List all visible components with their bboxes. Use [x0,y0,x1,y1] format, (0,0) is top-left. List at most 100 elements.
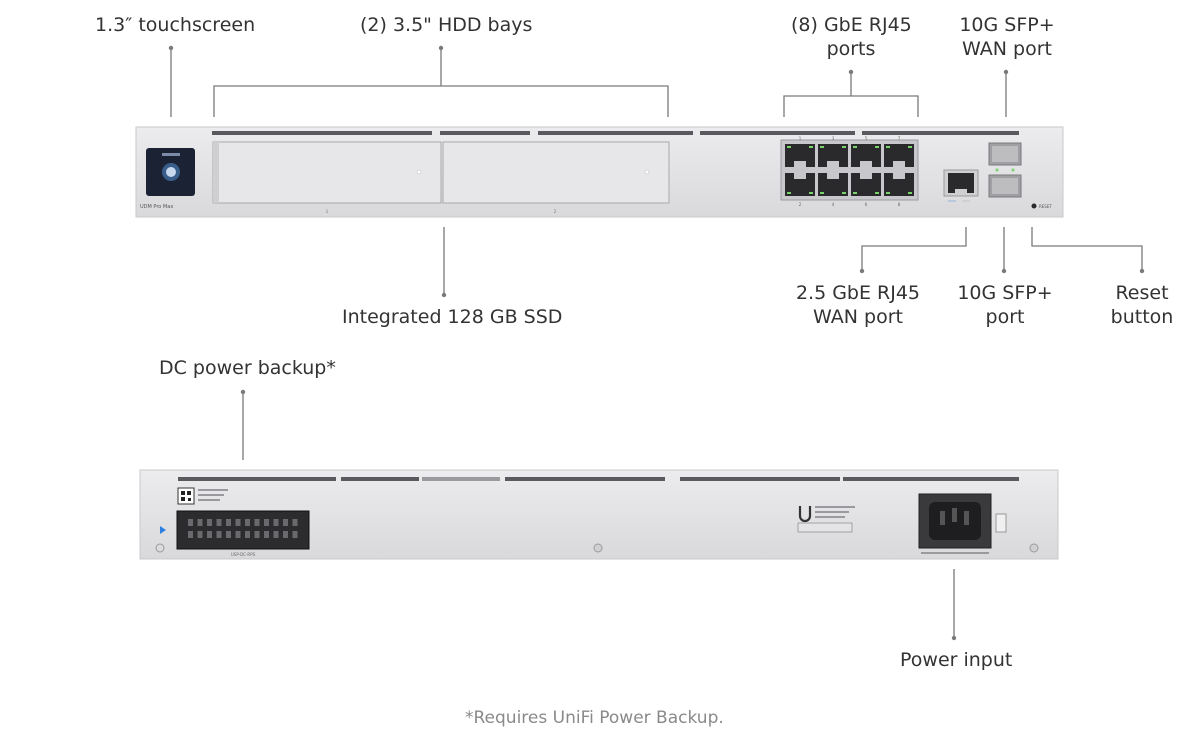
label-line [198,489,228,491]
hdd-bay-1[interactable] [212,141,442,204]
sfp-wan-label: 10G SFP+WAN port [959,14,1055,60]
dc-power-connector[interactable] [176,510,310,550]
rj45-port[interactable] [851,144,881,167]
dc-pin [283,519,288,526]
port-number-bottom: 2 [799,202,802,207]
sfp-led [995,168,999,172]
screw-icon [593,543,603,553]
sfp-led [1011,168,1015,172]
vent-slot [538,131,693,135]
power-input[interactable] [918,493,992,549]
front-panel: UDM Pro Max 1 2 1 2 3 4 5 6 7 8 [135,126,1064,218]
rj45-port[interactable] [818,173,848,196]
vent-slot [843,477,1019,481]
sfp-wan-port[interactable] [988,142,1022,166]
label-line [815,506,855,508]
dc-connector-text: USP-DC-RPS [231,552,256,557]
port-number-top: 5 [865,136,868,141]
dc-pin [197,519,203,526]
certification-marks [797,522,853,533]
port-numbers: 1 2 3 4 5 6 7 8 [799,136,901,207]
dc-pin [254,531,260,538]
reset-text: RESET [1039,204,1052,209]
bay-number-1: 1 [326,209,329,214]
rj45-port[interactable] [884,144,914,167]
vent-slot [680,477,840,481]
port-number-bottom: 4 [832,202,835,207]
dc-pin [235,531,241,538]
vent-slot [212,131,432,135]
footnote: *Requires UniFi Power Backup. [465,708,724,728]
port-number-bottom: 6 [865,202,868,207]
dc-power-label: DC power backup* [159,357,336,379]
vent-slot [440,131,530,135]
rj45-port[interactable] [884,173,914,196]
back-panel: USP-DC-RPS [139,469,1059,560]
bay-number-2: 2 [554,209,557,214]
wan-indicator [962,200,970,202]
hdd-bays-label: (2) 3.5" HDD bays [360,14,533,36]
vent-slot [862,131,1019,135]
vent-slot [505,477,665,481]
port-number-top: 1 [799,136,802,141]
label-line [921,552,989,554]
rj45-port[interactable] [785,173,815,196]
touchscreen-label: 1.3″ touchscreen [95,14,256,36]
dc-pin [188,519,193,526]
sfp-port[interactable] [988,174,1022,198]
gbe-rj45-ports [780,139,919,201]
rj45-port[interactable] [851,173,881,196]
label-line [815,516,845,518]
ground-screw-icon [155,543,165,553]
port-number-top: 3 [832,136,835,141]
dc-pin [292,531,298,538]
ssd-label: Integrated 128 GB SSD [342,306,563,328]
dc-pin [264,531,269,538]
dc-pin [264,519,269,526]
vent-slot [422,477,500,481]
dc-pin [197,531,203,538]
sfp-port-label: 10G SFP+port [957,282,1053,328]
qr-code [177,487,195,505]
dc-pin [254,519,260,526]
label-line [198,499,220,501]
reset-button[interactable] [1031,203,1037,209]
dc-pin [188,531,193,538]
dc-indicator-icon [160,526,166,534]
rj45-wan-port[interactable] [943,169,979,197]
dc-pin [273,531,279,538]
ubiquiti-logo [798,506,812,523]
rj45-port[interactable] [818,144,848,167]
hdd-bay-2[interactable] [442,141,670,204]
dc-pin [216,531,222,538]
touchscreen[interactable] [146,148,195,196]
dc-pin [235,519,241,526]
dc-pin [273,519,279,526]
dc-pin [283,531,288,538]
dc-pin [292,519,298,526]
wan-indicator [948,200,956,202]
model-text: UDM Pro Max [140,204,173,210]
dc-pin [207,531,212,538]
port-number-top: 7 [898,136,901,141]
label-line [815,511,849,513]
rj45-port[interactable] [785,144,815,167]
callout-lines [170,48,1143,638]
vent-slot [341,477,419,481]
power-clip [995,513,1007,533]
dc-pin [226,531,231,538]
vent-slot [700,131,855,135]
power-input-label: Power input [900,649,1013,671]
vent-slot [178,477,336,481]
callout-dots [168,45,1145,641]
dc-pin [245,531,250,538]
dc-pin [226,519,231,526]
port-number-bottom: 8 [898,202,901,207]
screw-icon [1029,543,1039,553]
label-line [198,494,224,496]
dc-pin [245,519,250,526]
